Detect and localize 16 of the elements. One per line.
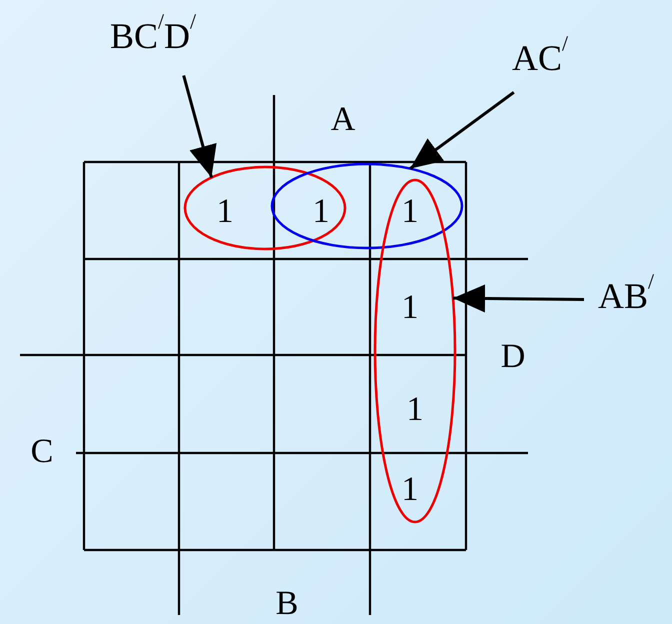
grouping-loop	[270, 162, 464, 250]
map-label: 1	[406, 393, 424, 427]
grouping-loop	[184, 166, 346, 250]
map-label: D	[500, 340, 526, 374]
map-label: 1	[402, 473, 418, 507]
leader-arrow	[182, 75, 217, 178]
map-label: 1	[402, 195, 418, 229]
leader-arrow	[409, 91, 515, 170]
map-label: 1	[402, 291, 418, 325]
grouping-loop	[374, 178, 456, 524]
map-label: 1	[216, 195, 234, 229]
leader-arrow	[453, 284, 584, 312]
map-label: A	[330, 103, 356, 137]
map-label: 1	[312, 195, 330, 229]
map-label: C	[30, 435, 54, 469]
map-label: B	[276, 587, 298, 621]
